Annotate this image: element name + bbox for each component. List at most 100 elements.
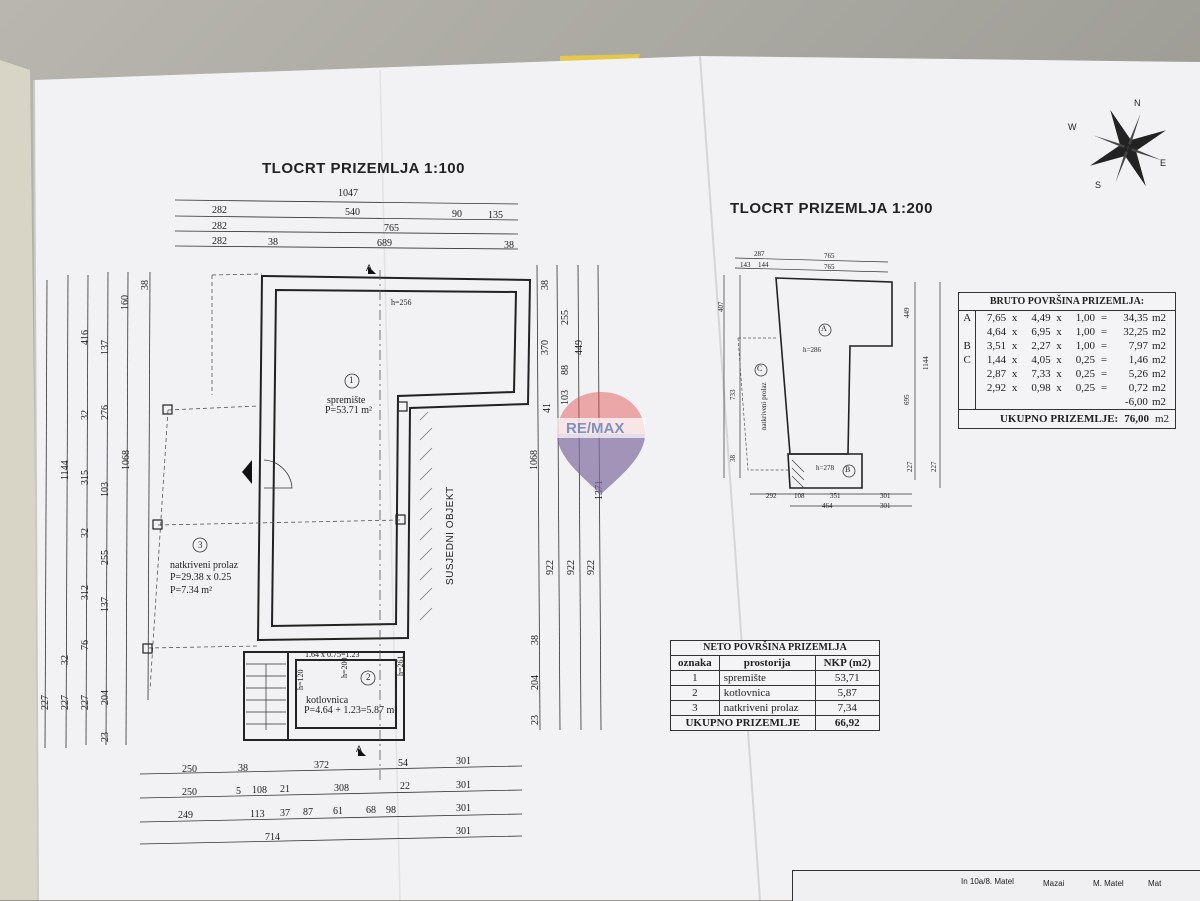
bruto-cell-u: m2 <box>1151 368 1166 380</box>
dim-top-282b: 282 <box>212 221 227 232</box>
bruto-cell-b <box>1021 395 1053 409</box>
bruto-cell-u: m2 <box>1151 382 1166 394</box>
bruto-cell-x1: x <box>1011 312 1018 324</box>
small-top-287: 287 <box>754 250 765 258</box>
bruto-cell-eq: = <box>1100 312 1108 324</box>
bruto-total-unit: m2 <box>1154 413 1169 425</box>
dim-bot-308: 308 <box>334 783 349 794</box>
bruto-cell-k <box>959 325 977 339</box>
small-top-144: 144 <box>758 261 769 269</box>
bruto-cell-u: m2 <box>1151 354 1166 366</box>
small-top-765a: 765 <box>824 252 835 260</box>
bruto-cell-k: B <box>959 339 977 353</box>
small-right-1144: 1144 <box>922 356 930 370</box>
small-left-38: 38 <box>729 455 737 462</box>
small-bot-301a: 301 <box>880 492 891 500</box>
room-3-area2: P=7.34 m² <box>170 585 212 596</box>
bruto-cell-v: 32,25 <box>1123 326 1148 338</box>
dim-top-282a: 282 <box>212 205 227 216</box>
dim-bot-113: 113 <box>250 809 265 820</box>
dim-bot-22: 22 <box>400 781 410 792</box>
dim-bot-54: 54 <box>398 758 408 769</box>
bruto-cell-c <box>1065 395 1097 409</box>
bruto-cell-b: 7,33 <box>1031 368 1051 380</box>
neto-header-nkp: NKP (m2) <box>814 655 881 671</box>
compass-e: E <box>1160 158 1167 168</box>
bruto-title: BRUTO POVRŠINA PRIZEMLJA: <box>959 293 1175 311</box>
neto-cell-n: 2 <box>670 685 720 701</box>
small-label-a: A <box>821 324 827 333</box>
bruto-cell-eq: = <box>1100 354 1108 366</box>
room-3-number: 3 <box>198 540 203 550</box>
dim-bot-301c: 301 <box>456 803 471 814</box>
dim-top-90: 90 <box>452 209 462 220</box>
dim-top-135: 135 <box>488 210 503 221</box>
small-bot-108: 108 <box>794 492 805 500</box>
bruto-cell-x1 <box>1008 395 1021 409</box>
titleblock-c: M. Matel <box>1093 879 1124 888</box>
dim-bot-5: 5 <box>236 786 241 797</box>
small-bot-292: 292 <box>766 492 777 500</box>
bruto-cell-x2: x <box>1056 312 1062 324</box>
small-top-143: 143 <box>740 261 751 269</box>
small-right-695: 695 <box>903 394 911 406</box>
bruto-cell-c: 1,00 <box>1075 312 1096 324</box>
neto-cell-n: 1 <box>670 670 720 686</box>
room-2-area: P=4.64 + 1.23=5.87 m² <box>304 705 398 716</box>
bruto-cell-k <box>959 381 977 395</box>
neto-title: NETO POVRŠINA PRIZEMLJA <box>670 640 880 656</box>
bruto-cell-k: C <box>959 353 977 367</box>
dim-top-38a: 38 <box>268 237 278 248</box>
bruto-cell-a: 1,44 <box>986 354 1007 366</box>
plan-small-title: TLOCRT PRIZEMLJA 1:200 <box>730 200 933 217</box>
dim-bot-108: 108 <box>252 785 267 796</box>
bruto-cell-k <box>959 367 977 381</box>
dim-bot-249: 249 <box>178 810 193 821</box>
small-left-407: 407 <box>717 301 725 313</box>
dim-bot-98: 98 <box>386 805 396 816</box>
dim-top-765: 765 <box>384 223 399 234</box>
neto-header-prostorija: prostorija <box>718 655 816 671</box>
dim-bot-301b: 301 <box>456 780 471 791</box>
room-3-area: P=29.38 x 0.25 <box>170 572 232 583</box>
bruto-cell-b: 6,95 <box>1031 326 1051 338</box>
bruto-cell-x1: x <box>1011 382 1018 394</box>
bruto-cell-x2: x <box>1056 354 1062 366</box>
bruto-total-value: 76,00 <box>1124 413 1149 425</box>
dim-bot-301d: 301 <box>456 826 471 837</box>
dim-bot-87: 87 <box>303 807 313 818</box>
bruto-cell-x1: x <box>1011 326 1018 338</box>
dim-bot-301a: 301 <box>456 756 471 767</box>
small-height-b: h=278 <box>816 464 834 472</box>
small-label-c: C <box>757 364 763 373</box>
bruto-cell-c: 0,25 <box>1075 354 1096 366</box>
bruto-cell-v: 34,35 <box>1123 312 1148 324</box>
room-3-name: natkriveni prolaz <box>170 560 239 571</box>
bruto-cell-eq <box>1097 395 1111 409</box>
bruto-cell-a <box>976 395 1008 409</box>
bruto-cell-eq: = <box>1100 368 1108 380</box>
bruto-cell-eq: = <box>1100 326 1108 338</box>
section-mark-bottom: A <box>356 744 363 754</box>
bruto-cell-k: A <box>959 311 977 325</box>
bruto-cell-u: m2 <box>1151 326 1166 338</box>
neto-cell-v: 53,71 <box>814 670 881 686</box>
titleblock-b: Mazai <box>1043 879 1065 888</box>
neto-total-label: UKUPNO PRIZEMLJE <box>670 715 816 731</box>
bruto-cell-a: 3,51 <box>986 340 1007 352</box>
neto-table: NETO POVRŠINA PRIZEMLJA oznaka prostorij… <box>670 640 881 731</box>
bruto-cell-x2: x <box>1056 368 1062 380</box>
bruto-cell-x2: x <box>1056 382 1062 394</box>
small-right-449: 449 <box>903 307 911 319</box>
room-2-calc: 1.64 x 0.75=1.23 <box>305 650 360 659</box>
compass-s: S <box>1095 180 1102 190</box>
